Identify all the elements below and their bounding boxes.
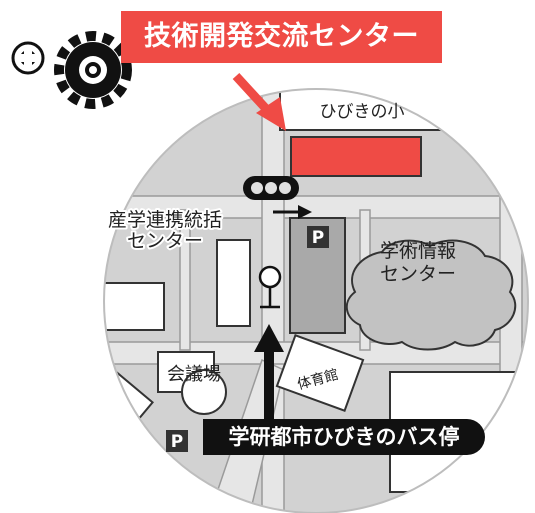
bus-stop-label: 学研都市ひびきのバス停 bbox=[228, 425, 460, 449]
page-title: 技術開発交流センター bbox=[144, 21, 419, 52]
label-industry-center-line2: センター bbox=[127, 230, 203, 252]
label-info-center-line2: センター bbox=[380, 263, 456, 285]
gear-icon bbox=[54, 31, 132, 109]
building-top-right bbox=[444, 89, 526, 121]
building-left bbox=[104, 282, 165, 331]
building-industry-center bbox=[216, 239, 251, 327]
title-banner bbox=[121, 11, 442, 63]
conference-hall-dome bbox=[181, 369, 227, 415]
label-elementary-school: ひびきの小 bbox=[320, 102, 405, 122]
traffic-light-icon bbox=[243, 176, 299, 200]
parking-sign-label: P bbox=[171, 432, 183, 452]
label-industry-center-line2: センター bbox=[127, 230, 203, 252]
bus-stop-pin-icon bbox=[258, 265, 282, 309]
gear-icon bbox=[11, 41, 45, 75]
parking-sign-icon: P bbox=[307, 226, 329, 248]
parking-sign-label: P bbox=[312, 228, 324, 248]
building-technology-center-highlight bbox=[290, 136, 422, 177]
map-circle-outline bbox=[103, 88, 529, 513]
label-industry-center-line1: 産学連携統括 bbox=[108, 209, 222, 231]
bus-stop-banner bbox=[203, 419, 485, 455]
building-gymnasium bbox=[275, 334, 365, 412]
label-info-center-line1: 学術情報 bbox=[380, 240, 456, 262]
highlight-pointer-arrow bbox=[232, 72, 286, 131]
bus-stop-arrow bbox=[254, 324, 284, 430]
label-industry-center-line1: 産学連携統括 bbox=[108, 209, 222, 231]
green-area bbox=[345, 239, 517, 351]
route-arrow-parking bbox=[273, 205, 312, 219]
label-conference-hall: 会議場 bbox=[167, 364, 221, 385]
parking-sign-icon: P bbox=[166, 430, 188, 452]
